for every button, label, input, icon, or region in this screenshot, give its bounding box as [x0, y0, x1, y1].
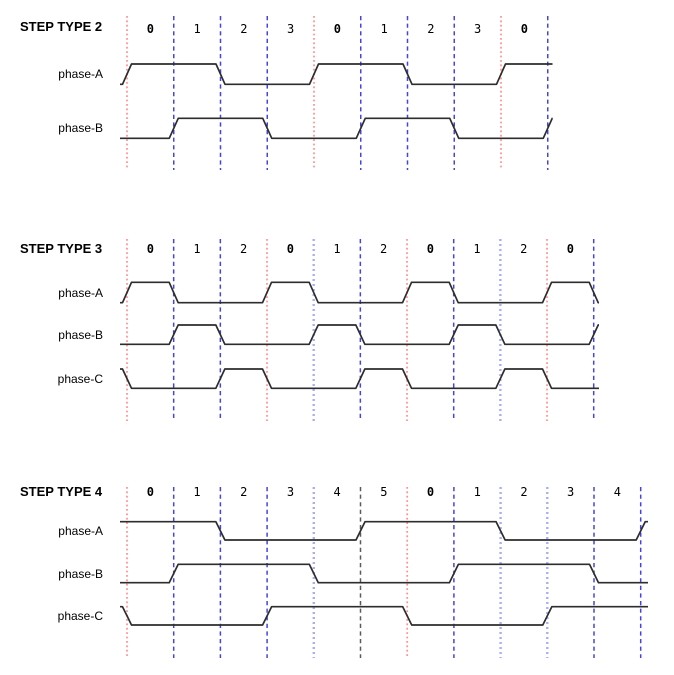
step-label: 0 — [146, 242, 154, 256]
step-label: 1 — [193, 242, 201, 256]
waveform-phase-A — [120, 281, 600, 304]
step-label: 3 — [287, 22, 295, 36]
phase-b-label-step-type-2: phase-B — [58, 121, 103, 135]
step-label: 0 — [520, 22, 528, 36]
step-label: 0 — [146, 22, 154, 36]
step-label: 1 — [473, 485, 481, 499]
step-label: 1 — [333, 242, 341, 256]
step-label: 3 — [567, 485, 575, 499]
step-label: 5 — [380, 485, 388, 499]
phase-a-label-step-type-3: phase-A — [58, 286, 103, 300]
phase-a-label-step-type-2: phase-A — [58, 67, 103, 81]
step-label: 2 — [520, 242, 528, 256]
waveform-phase-C — [120, 605, 648, 626]
section-title-step-type-2: STEP TYPE 2 — [20, 19, 103, 34]
waveform-phase-A — [120, 520, 648, 541]
phase-b-label-step-type-4: phase-B — [58, 567, 103, 581]
step-label: 3 — [474, 22, 482, 36]
step-label: 2 — [240, 485, 248, 499]
phase-b-label-step-type-3: phase-B — [58, 328, 103, 342]
phase-c-label-step-type-4: phase-C — [57, 609, 103, 623]
waveform-phase-B — [120, 563, 648, 584]
step-label: 1 — [473, 242, 481, 256]
section-step-type-4 — [120, 487, 648, 658]
step-label: 4 — [333, 485, 341, 499]
step-label: 0 — [566, 242, 574, 256]
waveform-phase-B — [120, 117, 554, 140]
step-label: 0 — [333, 22, 341, 36]
waveform-phase-C — [120, 368, 599, 390]
section-step-type-3 — [120, 239, 600, 421]
step-label: 2 — [240, 242, 248, 256]
step-label: 2 — [520, 485, 528, 499]
step-label: 0 — [426, 242, 434, 256]
section-title-step-type-4: STEP TYPE 4 — [20, 484, 103, 499]
step-label: 0 — [426, 485, 435, 499]
section-title-step-type-3: STEP TYPE 3 — [20, 241, 103, 256]
step-label: 1 — [380, 22, 388, 36]
waveform-phase-B — [120, 324, 600, 346]
waveform-phase-A — [120, 63, 553, 86]
step-label: 1 — [193, 485, 201, 499]
step-label: 3 — [286, 485, 295, 499]
section-step-type-2 — [120, 16, 554, 170]
step-label: 1 — [193, 22, 201, 36]
step-label: 0 — [146, 485, 154, 499]
phase-c-label-step-type-3: phase-C — [57, 372, 103, 386]
step-label: 2 — [380, 242, 388, 256]
step-label: 2 — [427, 22, 435, 36]
phase-a-label-step-type-4: phase-A — [58, 524, 103, 538]
step-label: 0 — [286, 242, 294, 256]
step-label: 2 — [240, 22, 248, 36]
step-label: 4 — [613, 485, 621, 499]
